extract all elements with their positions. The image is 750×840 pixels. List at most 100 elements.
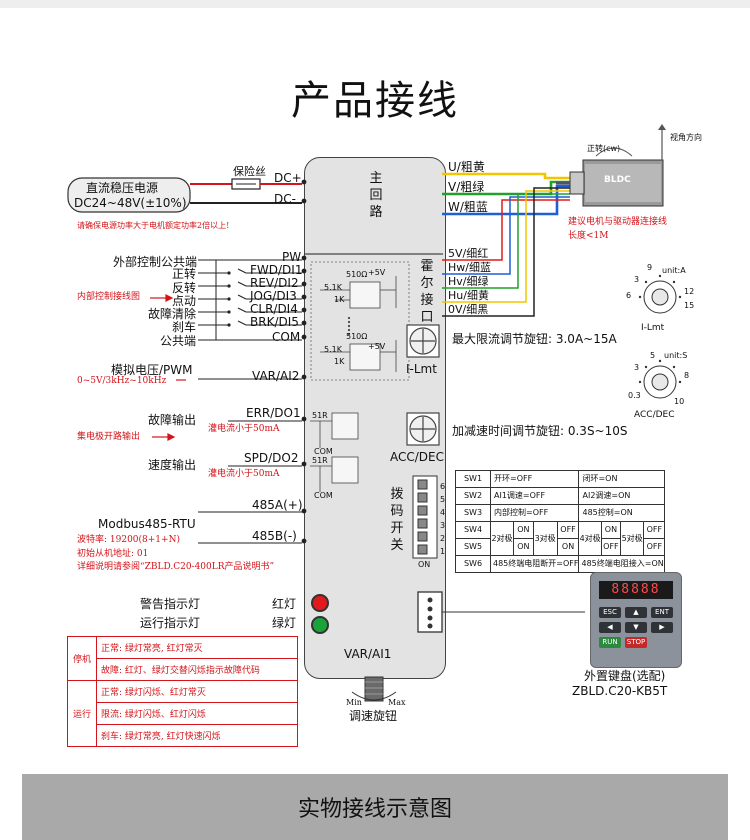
hall-wire-hw-label: Hw/细蓝 <box>448 261 491 274</box>
terminal-rev <box>301 281 307 287</box>
terminal-brk <box>301 320 307 326</box>
pin-var-ai2: VAR/AI2 <box>252 369 300 383</box>
keypad-key[interactable]: ESC <box>599 607 621 618</box>
terminal-dots <box>301 179 307 544</box>
i-lmt-tick-6: 6 <box>626 291 632 300</box>
table-row: SW2 AI1调速=OFF AI2调速=ON <box>455 487 666 505</box>
r51r-label-b: 51R <box>312 456 328 465</box>
analog-label: 模拟电压/PWM <box>111 363 193 377</box>
input-label-brk: 刹车 <box>172 320 197 334</box>
table-row: 刹车: 绿灯常亮, 红灯快速闪烁 <box>68 724 298 747</box>
collector-note: 集电极开路输出 <box>77 432 141 442</box>
i-lmt-dial-caption: I-Lmt <box>641 323 665 333</box>
warning-led-color: 红灯 <box>272 597 297 611</box>
keypad-display: 88888 <box>599 581 673 599</box>
motor-body-highlight <box>585 164 661 202</box>
terminal-dc-minus <box>301 198 307 204</box>
keypad-key[interactable]: STOP <box>625 637 647 648</box>
pin-485b: 485B(-) <box>252 529 297 543</box>
terminal-dc-plus <box>301 179 307 185</box>
terminal-fwd <box>301 268 307 274</box>
keypad-key[interactable]: RUN <box>599 637 621 648</box>
motor-wire-w-label: W/粗蓝 <box>448 200 488 214</box>
pin-spd: SPD/DO2 <box>244 451 299 465</box>
hall-wire-0v-label: 0V/细黑 <box>448 303 489 316</box>
pw-common-label: 外部控制公共端 <box>113 255 198 269</box>
com-label-a: COM <box>314 447 333 456</box>
keypad-key[interactable]: ENT <box>651 607 673 618</box>
motor-flange <box>569 171 585 195</box>
hall-wire-hv-label: Hv/细绿 <box>448 275 489 288</box>
hall-wire-5v-label: 5V/细红 <box>448 247 489 260</box>
motor-wire-v-label: V/粗绿 <box>448 180 485 194</box>
terminal-pw <box>301 255 307 261</box>
keypad-key[interactable]: ▶ <box>651 622 673 633</box>
run-led-label: 运行指示灯 <box>140 616 201 630</box>
acc-tick-10: 10 <box>674 397 685 406</box>
top-bar <box>0 0 750 8</box>
modbus-ref: 详细说明请参阅“ZBLD.C20-400LR产品说明书” <box>77 562 275 572</box>
led-panel <box>307 590 333 640</box>
i-lmt-description: 最大限流调节旋钮: 3.0A~15A <box>452 332 617 346</box>
dip-numbers: 6 5 4 3 2 1 <box>440 482 446 556</box>
table-row: 限流: 绿灯闪烁、红灯闪烁 <box>68 702 298 725</box>
modbus-baud: 波特率: 19200(8+1+N) <box>77 535 180 545</box>
acc-dec-dial <box>643 365 677 399</box>
i-lmt-label: I-Lmt <box>406 362 437 376</box>
footer-bar: 实物接线示意图 <box>22 774 728 840</box>
dip-switch <box>412 475 438 559</box>
r51k-label-b: 5.1K <box>324 345 342 354</box>
pin-jog: JOG/DI3 <box>250 289 297 303</box>
speed-output-label: 速度输出 <box>148 458 197 472</box>
i-lmt-tick-15: 15 <box>684 301 695 310</box>
motor-note-line1: 建议电机与驱动器连接线 <box>568 217 668 227</box>
run-led-color: 绿灯 <box>272 616 297 630</box>
r51k-label-a: 5.1K <box>324 283 342 292</box>
pin-brk: BRK/DI5 <box>250 315 299 329</box>
keypad-key[interactable]: ▼ <box>625 622 647 633</box>
pin-pw: PW <box>282 250 302 264</box>
pin-com: COM <box>272 330 301 344</box>
acc-tick-8: 8 <box>684 371 690 380</box>
power-warning: 请确保电源功率大于电机额定功率2倍以上! <box>77 221 230 230</box>
dip-on-label: ON <box>418 560 431 569</box>
table-row: 停机 正常: 绿灯常亮, 红灯常灭 <box>67 636 298 681</box>
page-title: 产品接线 <box>291 78 459 124</box>
terminal-clr <box>301 307 307 313</box>
r510-label-a: 510Ω <box>346 270 368 279</box>
hall-wire-group <box>442 187 570 317</box>
motor-view-label: 视角方向 <box>670 133 702 142</box>
knob-min: Min <box>346 698 362 707</box>
com-label-b: COM <box>314 491 333 500</box>
keypad-key[interactable]: ◀ <box>599 622 621 633</box>
input-circuit <box>310 261 410 381</box>
table-row: SW1 开环=OFF 闭环=ON <box>455 470 666 488</box>
terminal-jog <box>301 294 307 300</box>
acc-tick-5: 5 <box>650 351 656 360</box>
annotation-arrows <box>150 294 186 441</box>
r510-label-b: 510Ω <box>346 332 368 341</box>
keypad-caption2: ZBLD.C20-KB5T <box>572 684 668 698</box>
fuse-label: 保险丝 <box>233 165 266 178</box>
hall-wire-1 <box>442 196 570 275</box>
warning-led-label: 警告指示灯 <box>140 597 201 611</box>
dc-plus-label: DC+ <box>274 171 302 185</box>
input-label-jog: 点动 <box>172 294 197 308</box>
r1k-label-b: 1K <box>334 357 345 366</box>
keypad-key[interactable]: ▲ <box>625 607 647 618</box>
external-keypad: 88888 ESC ▲ ENT ◀ ▼ ▶ RUN STOP <box>590 572 682 668</box>
i-lmt-unit: unit:A <box>662 266 686 275</box>
power-box-line1: 直流稳压电源 <box>86 181 159 195</box>
i-lmt-dial <box>643 280 677 314</box>
acc-dec-pot <box>406 412 440 446</box>
pin-clr: CLR/DI4 <box>250 302 298 316</box>
hall-wire-0 <box>442 199 570 261</box>
acc-tick-3: 3 <box>634 363 640 372</box>
input-lines <box>198 259 302 544</box>
plus5v-label-a: +5V <box>368 268 386 277</box>
speed-knob <box>364 676 384 702</box>
table-row: SW4 2对极 ON 3对极 OFF 4对极 ON 5对极 OFF <box>455 521 666 556</box>
speed-current-note: 灌电流小于50mA <box>208 469 280 479</box>
pin-err: ERR/DO1 <box>246 406 301 420</box>
